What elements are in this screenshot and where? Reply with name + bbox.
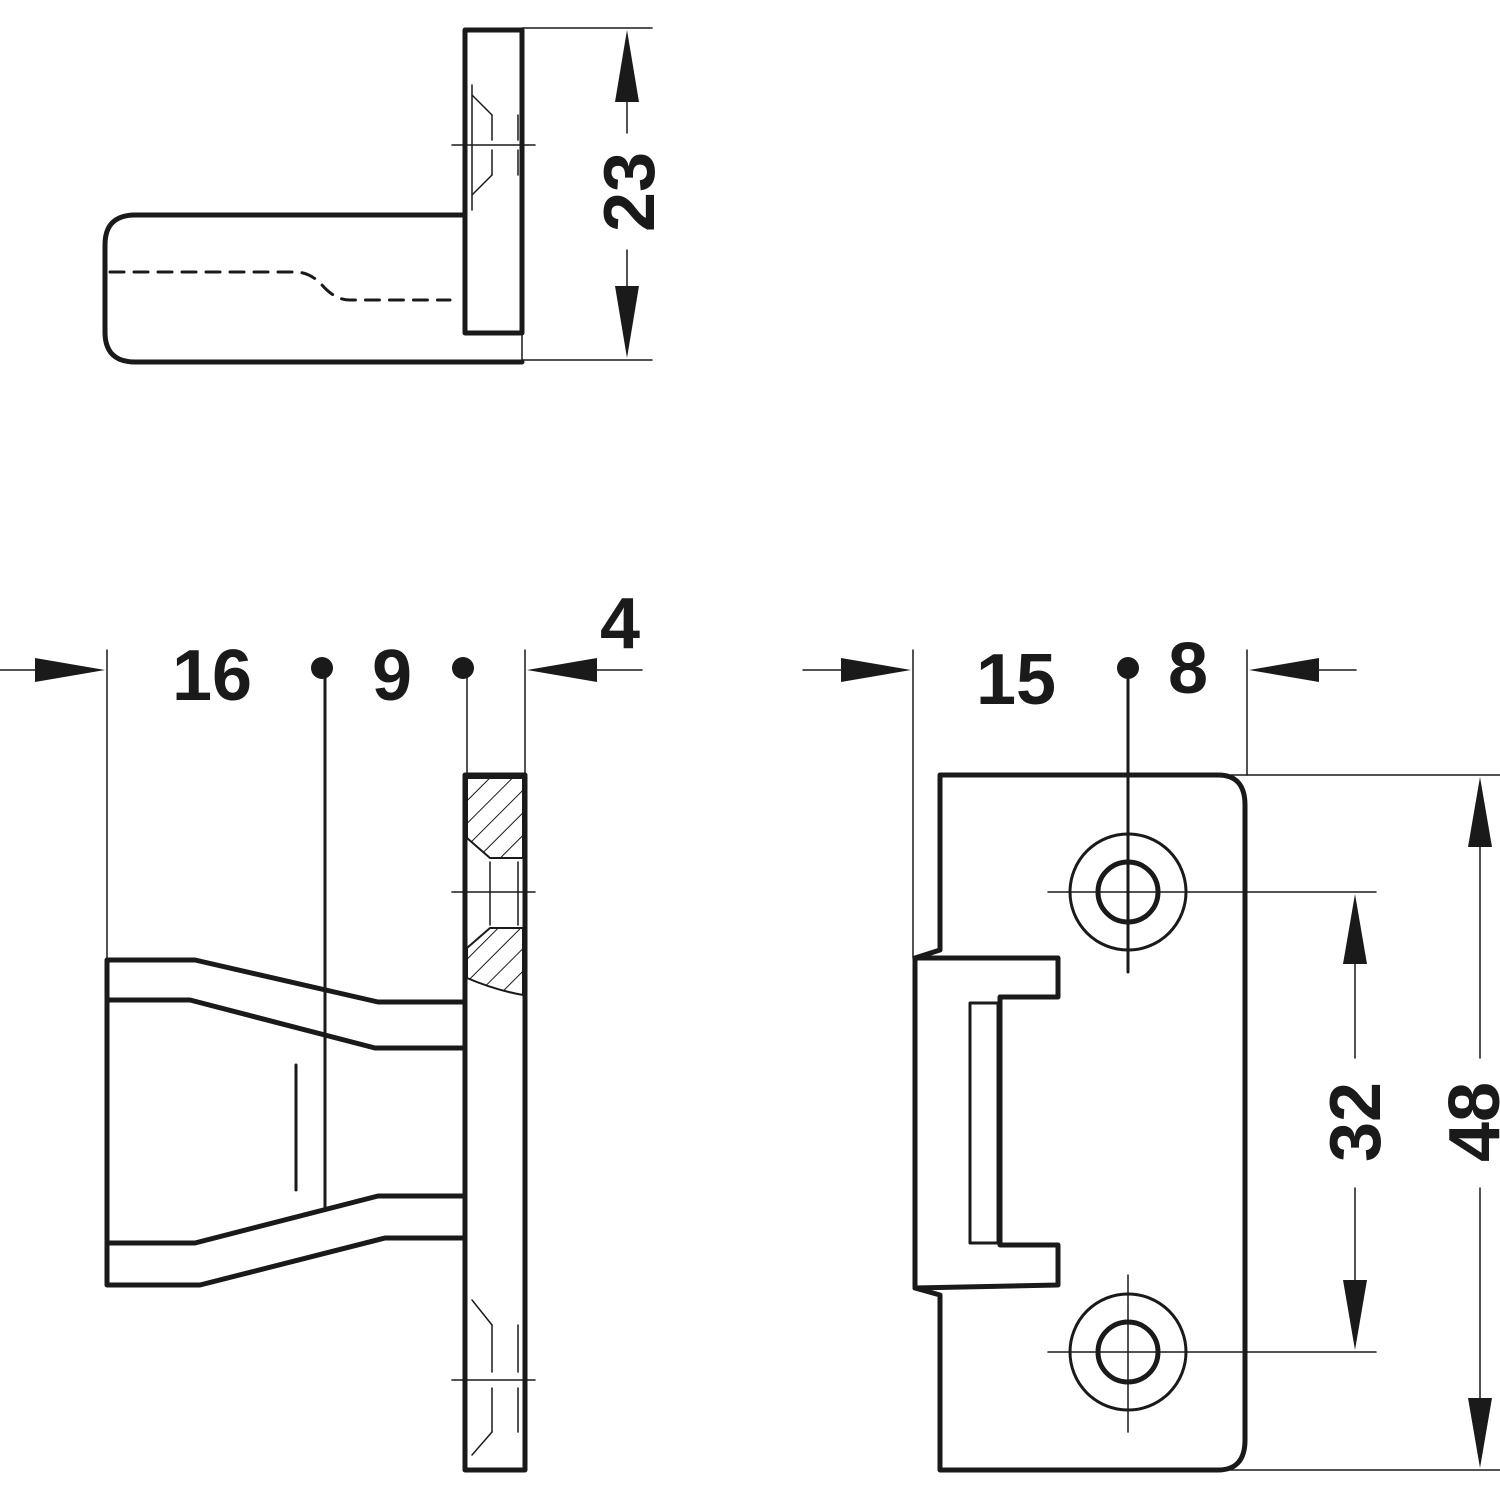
front-view: 15 8 32 48 bbox=[802, 629, 1500, 1473]
dim-4-label: 4 bbox=[600, 584, 640, 664]
dim-15-label: 15 bbox=[976, 640, 1056, 720]
front-view-hole-top bbox=[1047, 668, 1377, 974]
dimension-32: 32 bbox=[1316, 894, 1396, 1350]
side-view-body-inner-bottom bbox=[104, 1193, 468, 1246]
side-view-screw-hole bbox=[451, 861, 536, 926]
dim-16-label: 16 bbox=[172, 636, 252, 716]
side-view-body-outline bbox=[104, 957, 468, 1288]
dim-dot-15-8 bbox=[1117, 657, 1139, 679]
top-view-hidden-line bbox=[108, 270, 452, 302]
top-view-screw-detail bbox=[451, 84, 536, 211]
top-view-body bbox=[102, 212, 525, 365]
front-view-hole-bottom bbox=[1047, 1274, 1377, 1433]
dimension-23: 23 bbox=[521, 27, 670, 361]
dimension-48: 48 bbox=[1435, 777, 1500, 1468]
side-view-plate bbox=[462, 772, 528, 1473]
side-view-hatch-top bbox=[466, 777, 524, 859]
dim-32-label: 32 bbox=[1316, 1082, 1396, 1162]
side-view-lower-screw-detail bbox=[451, 1299, 536, 1456]
front-view-tongue bbox=[912, 955, 1061, 1291]
front-view-tongue-slot bbox=[968, 1001, 1000, 1245]
arrow-side-left bbox=[35, 658, 105, 682]
arrow-front-left bbox=[841, 658, 911, 682]
side-view-body-inner-top bbox=[104, 997, 468, 1051]
dim-23-label: 23 bbox=[590, 152, 670, 232]
top-view: 23 bbox=[102, 27, 670, 365]
dim-48-label: 48 bbox=[1435, 1082, 1500, 1162]
arrow-side-right bbox=[527, 658, 597, 682]
dim-9-label: 9 bbox=[372, 636, 412, 716]
side-view-hatch-bottom bbox=[466, 927, 524, 997]
dim-8-label: 8 bbox=[1168, 629, 1208, 709]
arrow-front-right bbox=[1249, 658, 1319, 682]
front-view-plate bbox=[912, 772, 1248, 1473]
dim-dot-16-9 bbox=[311, 657, 333, 679]
side-view: 16 9 4 bbox=[0, 584, 643, 1473]
top-view-plate bbox=[462, 27, 525, 336]
dim-dot-9-4 bbox=[452, 657, 474, 679]
